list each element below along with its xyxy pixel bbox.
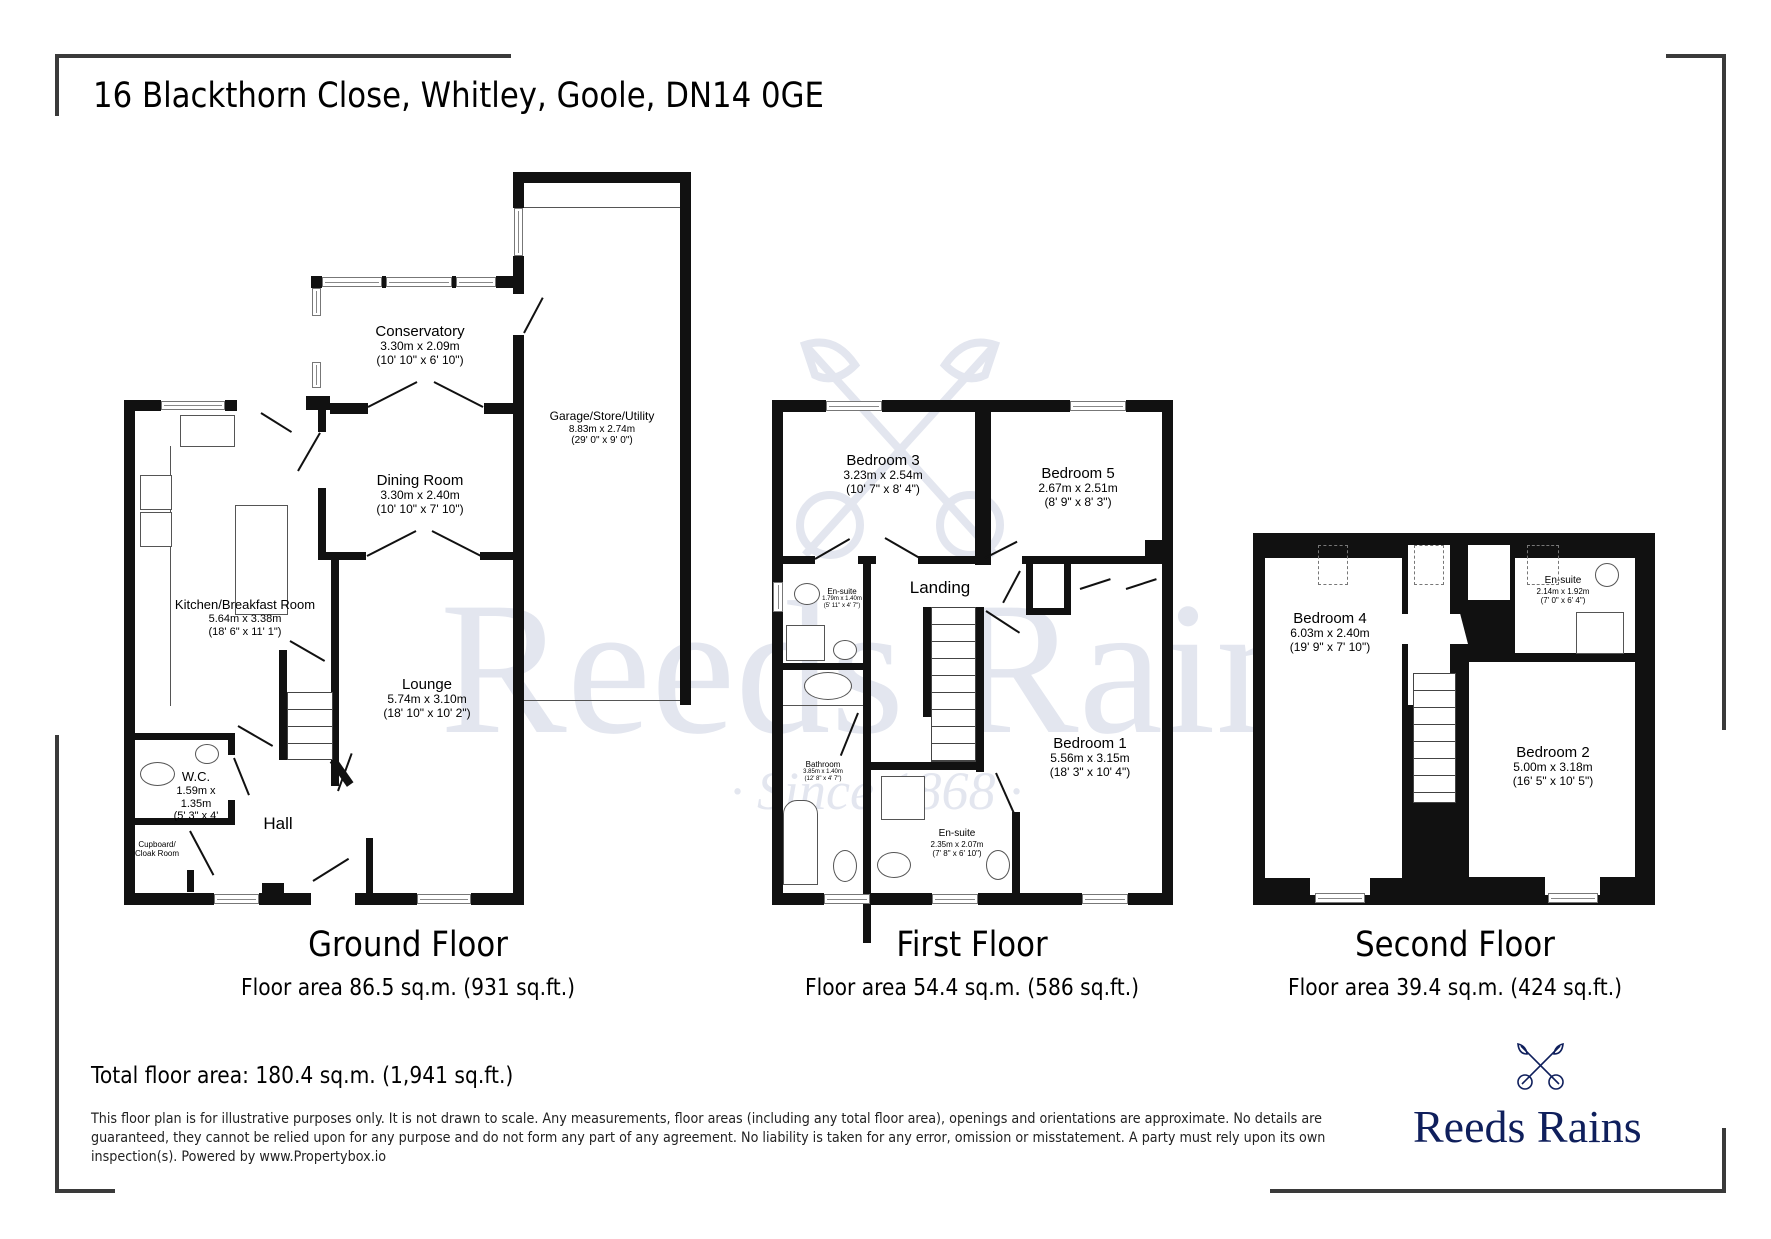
- stairs: [287, 692, 333, 760]
- floor-area-ground: Floor area 86.5 sq.m. (931 sq.ft.): [240, 975, 576, 1001]
- frame-top-right-v: [1722, 54, 1726, 730]
- basin-icon: [833, 640, 857, 660]
- floor-title-ground: Ground Floor: [308, 925, 508, 965]
- disclaimer: This floor plan is for illustrative purp…: [91, 1111, 1326, 1165]
- frame-bottom-right-h: [1270, 1189, 1726, 1193]
- total-floor-area: Total floor area: 180.4 sq.m. (1,941 sq.…: [91, 1063, 514, 1089]
- bath-icon: [783, 800, 818, 885]
- sink-icon: [180, 415, 235, 447]
- stairs: [931, 607, 976, 762]
- page-title: 16 Blackthorn Close, Whitley, Goole, DN1…: [93, 76, 824, 116]
- floor-area-first: Floor area 54.4 sq.m. (586 sq.ft.): [804, 975, 1140, 1001]
- frame-bottom-left-h: [55, 1189, 115, 1193]
- frame-bottom-right-v: [1722, 1128, 1726, 1193]
- watermark-keys-icon: [796, 338, 1004, 559]
- floor-area-second: Floor area 39.4 sq.m. (424 sq.ft.): [1287, 975, 1623, 1001]
- room-hall: Hall: [263, 814, 293, 833]
- oven-icon: [140, 512, 172, 547]
- frame-top-left-h: [55, 54, 511, 58]
- toilet-icon: [195, 744, 219, 764]
- crossed-keys-icon: [1517, 1042, 1564, 1090]
- toilet-icon: [877, 852, 911, 878]
- basin-icon: [804, 672, 852, 700]
- room-landing: Landing: [909, 578, 971, 597]
- shower-tray-icon: [1576, 612, 1624, 654]
- shower-tray-icon: [881, 776, 925, 820]
- toilet-icon: [794, 583, 820, 605]
- frame-top-left-v: [55, 54, 59, 116]
- basin-icon: [986, 850, 1010, 880]
- stairs: [1413, 673, 1456, 803]
- floor-title-first: First Floor: [896, 925, 1048, 965]
- toilet-icon: [833, 850, 857, 882]
- toilet-icon: [1595, 563, 1619, 587]
- shower-tray-icon: [786, 625, 825, 661]
- frame-bottom-left-v: [55, 735, 59, 1193]
- room-cupboard: Cupboard/Cloak Room: [134, 840, 180, 859]
- floor-title-second: Second Floor: [1355, 925, 1555, 965]
- hob-icon: [140, 475, 172, 510]
- toilet-icon: [140, 762, 175, 786]
- frame-top-right-h: [1666, 54, 1726, 58]
- brand-logo-text: Reeds Rains: [1413, 1101, 1642, 1152]
